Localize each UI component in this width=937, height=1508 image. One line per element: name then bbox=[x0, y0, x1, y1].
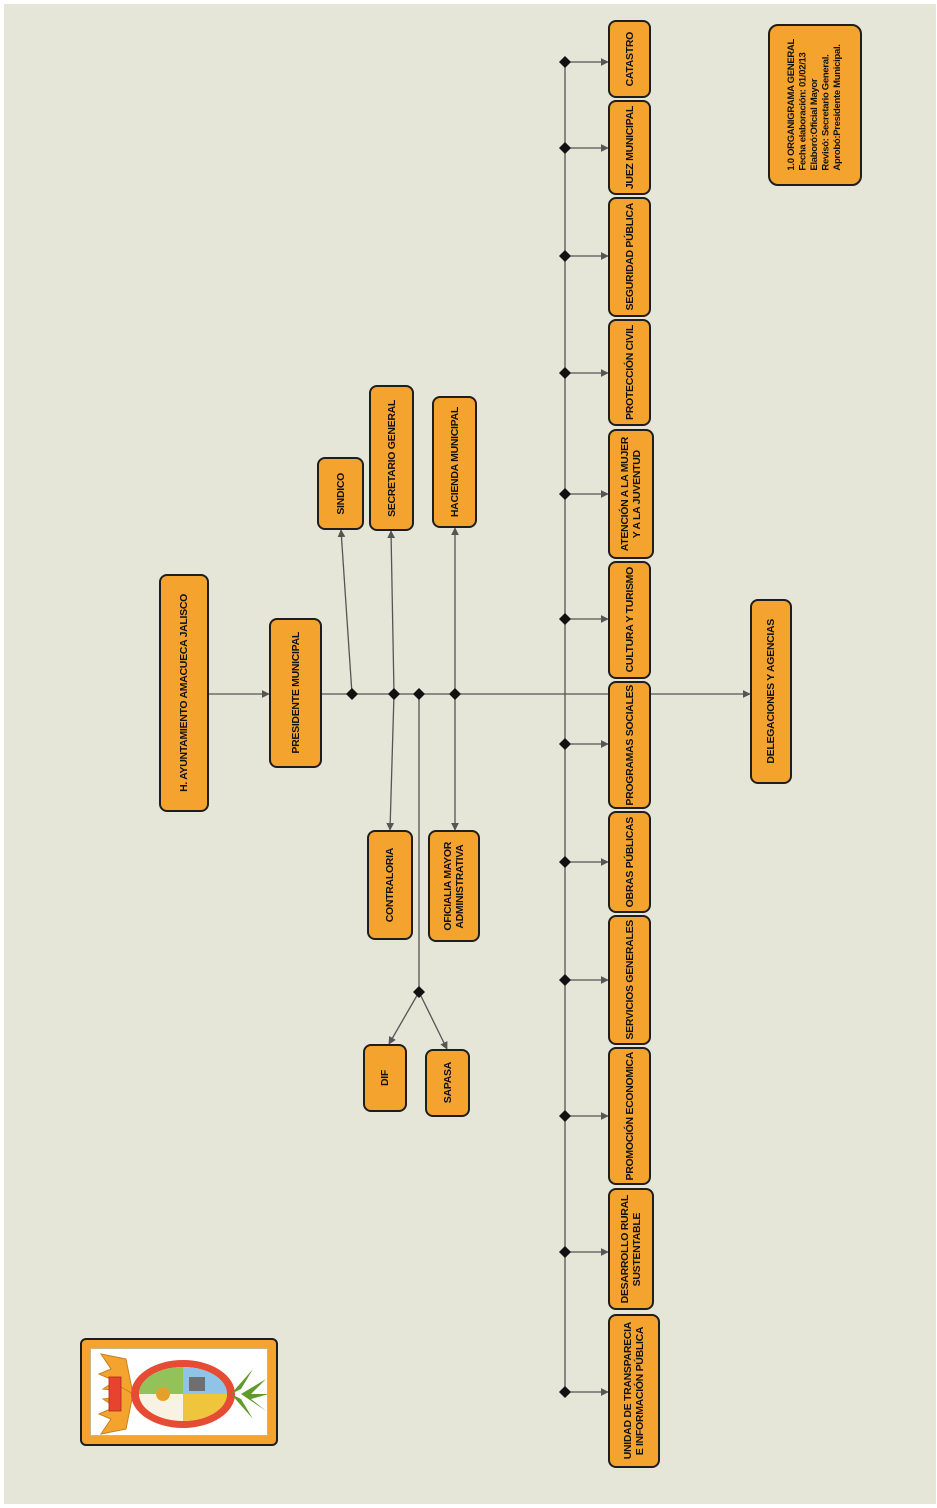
box-hacienda-municipal: HACIENDA MUNICIPAL bbox=[432, 396, 477, 528]
dept-label: PROTECCIÓN CIVIL bbox=[623, 325, 636, 420]
dept-box-unidad-transparencia: UNIDAD DE TRANSPARECIA E INFORMACIÓN PÚB… bbox=[608, 1314, 660, 1468]
info-note-text: 1.0 ORGANIGRAMA GENERAL Fecha elaboració… bbox=[786, 39, 844, 171]
root-label: H. AYUNTAMIENTO AMACUECA JALISCO bbox=[178, 594, 190, 792]
box-sindico: SINDICO bbox=[317, 457, 364, 530]
dept-box-catastro: CATASTRO bbox=[608, 20, 651, 98]
dept-label: ATENCIÓN A LA MUJER Y A LA JUVENTUD bbox=[619, 436, 643, 552]
secretario-label: SECRETARIO GENERAL bbox=[385, 399, 398, 517]
dif-label: DIF bbox=[379, 1069, 391, 1086]
info-note-box: 1.0 ORGANIGRAMA GENERAL Fecha elaboració… bbox=[768, 24, 862, 186]
dept-label: CATASTRO bbox=[623, 31, 636, 87]
dept-label: JUEZ MUNICIPAL bbox=[623, 105, 636, 190]
sapasa-label: SAPASA bbox=[441, 1062, 454, 1104]
box-secretario-general: SECRETARIO GENERAL bbox=[369, 385, 414, 531]
dept-label: PROMOCIÓN ECONOMICA bbox=[623, 1051, 636, 1181]
dept-box-promocion-economica: PROMOCIÓN ECONOMICA bbox=[608, 1047, 651, 1185]
dept-box-desarrollo-rural: DESARROLLO RURAL SUSTENTABLE bbox=[608, 1188, 654, 1310]
sindico-label: SINDICO bbox=[334, 472, 347, 515]
dept-label: DESARROLLO RURAL SUSTENTABLE bbox=[619, 1194, 643, 1304]
root-box-ayuntamiento: H. AYUNTAMIENTO AMACUECA JALISCO bbox=[159, 574, 209, 812]
dept-label: PROGRAMAS SOCIALES bbox=[623, 684, 636, 806]
dept-box-juez-municipal: JUEZ MUNICIPAL bbox=[608, 100, 651, 195]
dept-label: UNIDAD DE TRANSPARECIA E INFORMACIÓN PÚB… bbox=[622, 1322, 646, 1460]
dept-box-atencion-mujer-juventud: ATENCIÓN A LA MUJER Y A LA JUVENTUD bbox=[608, 429, 654, 559]
dept-box-seguridad-publica: SEGURIDAD PÚBLICA bbox=[608, 197, 651, 317]
box-oficialia-mayor: OFICIALIA MAYOR ADMINISTRATIVA bbox=[428, 830, 480, 942]
oficialia-label: OFICIALIA MAYOR ADMINISTRATIVA bbox=[442, 841, 466, 931]
dept-label: CULTURA Y TURISMO bbox=[623, 567, 636, 673]
delegaciones-label: DELEGACIONES Y AGENCIAS bbox=[765, 619, 777, 764]
box-presidente-municipal: PRESIDENTE MUNICIPAL bbox=[269, 618, 322, 768]
dept-label: OBRAS PÚBLICAS bbox=[623, 816, 636, 908]
dept-label: SERVICIOS GENERALES bbox=[623, 920, 636, 1040]
dept-box-proteccion-civil: PROTECCIÓN CIVIL bbox=[608, 319, 651, 426]
box-contraloria: CONTRALORIA bbox=[367, 830, 413, 940]
president-label: PRESIDENTE MUNICIPAL bbox=[289, 632, 302, 754]
dept-box-programas-sociales: PROGRAMAS SOCIALES bbox=[608, 681, 651, 809]
connector-lines bbox=[209, 56, 751, 1398]
municipal-logo-box bbox=[80, 1338, 278, 1446]
dept-label: SEGURIDAD PÚBLICA bbox=[623, 203, 636, 311]
dept-box-servicios-generales: SERVICIOS GENERALES bbox=[608, 915, 651, 1045]
hacienda-label: HACIENDA MUNICIPAL bbox=[448, 406, 461, 518]
box-dif: DIF bbox=[363, 1044, 407, 1112]
logo-frame bbox=[90, 1348, 268, 1436]
box-delegaciones-agencias: DELEGACIONES Y AGENCIAS bbox=[750, 599, 792, 784]
dept-box-cultura-turismo: CULTURA Y TURISMO bbox=[608, 561, 651, 679]
contraloria-label: CONTRALORIA bbox=[384, 847, 396, 923]
dept-box-obras-publicas: OBRAS PÚBLICAS bbox=[608, 811, 651, 913]
box-sapasa: SAPASA bbox=[425, 1049, 470, 1117]
org-chart-canvas: H. AYUNTAMIENTO AMACUECA JALISCO PRESIDE… bbox=[4, 4, 936, 1504]
municipal-coat-of-arms-icon bbox=[97, 1353, 267, 1435]
